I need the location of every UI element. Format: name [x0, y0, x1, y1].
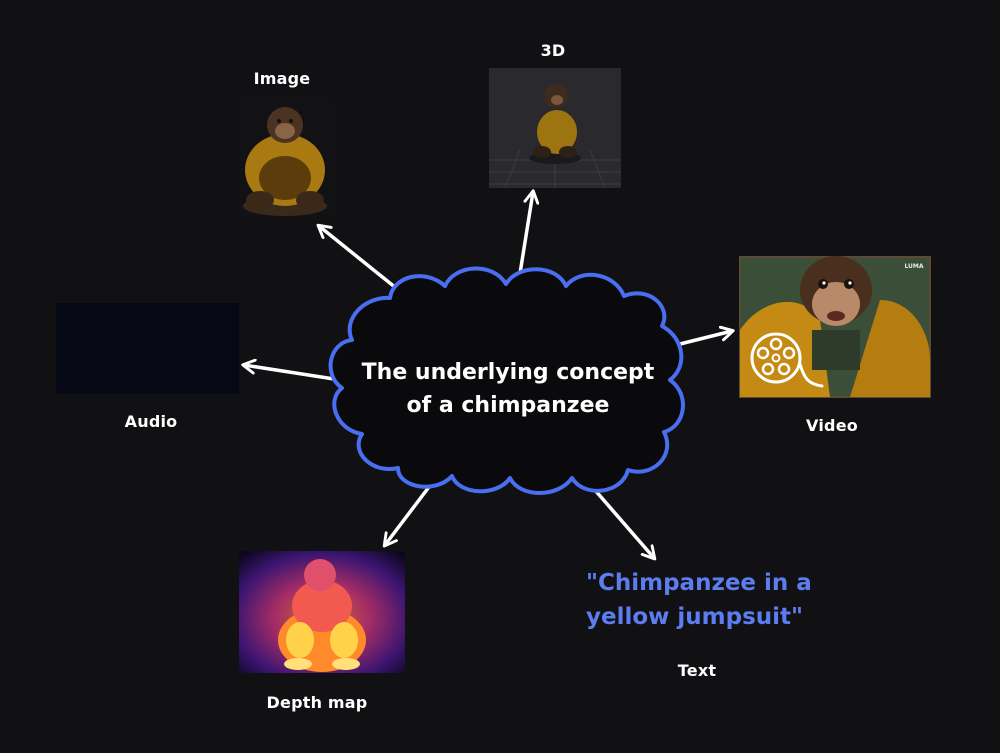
- text-sample-line-2: yellow jumpsuit": [586, 604, 804, 630]
- audio-label: Audio: [124, 412, 178, 431]
- concept-line-2: of a chimpanzee: [406, 393, 610, 418]
- video-watermark: LUMA: [904, 263, 923, 270]
- arrow-to-audio: [244, 365, 335, 381]
- film-reel-icon: [750, 332, 824, 388]
- audio-thumbnail: [56, 303, 239, 394]
- video-label: Video: [806, 416, 858, 435]
- concept-title: The underlying concept of a chimpanzee: [348, 356, 668, 422]
- 3d-thumbnail: [489, 68, 621, 189]
- concept-cloud: [328, 266, 685, 495]
- depth-map-label: Depth map: [266, 693, 368, 712]
- text-label: Text: [677, 661, 717, 680]
- arrow-to-depth-map: [385, 477, 437, 545]
- text-sample: "Chimpanzee in a yellow jumpsuit": [586, 566, 812, 634]
- video-thumbnail: LUMA: [739, 256, 931, 398]
- concept-line-1: The underlying concept: [361, 360, 655, 385]
- text-sample-line-1: "Chimpanzee in a: [586, 570, 812, 596]
- depth-map-thumbnail: [239, 551, 405, 673]
- arrow-to-image: [319, 226, 398, 290]
- image-thumbnail: [235, 98, 335, 220]
- image-label: Image: [253, 69, 311, 88]
- arrow-to-video: [671, 331, 732, 348]
- 3d-label: 3D: [540, 41, 566, 60]
